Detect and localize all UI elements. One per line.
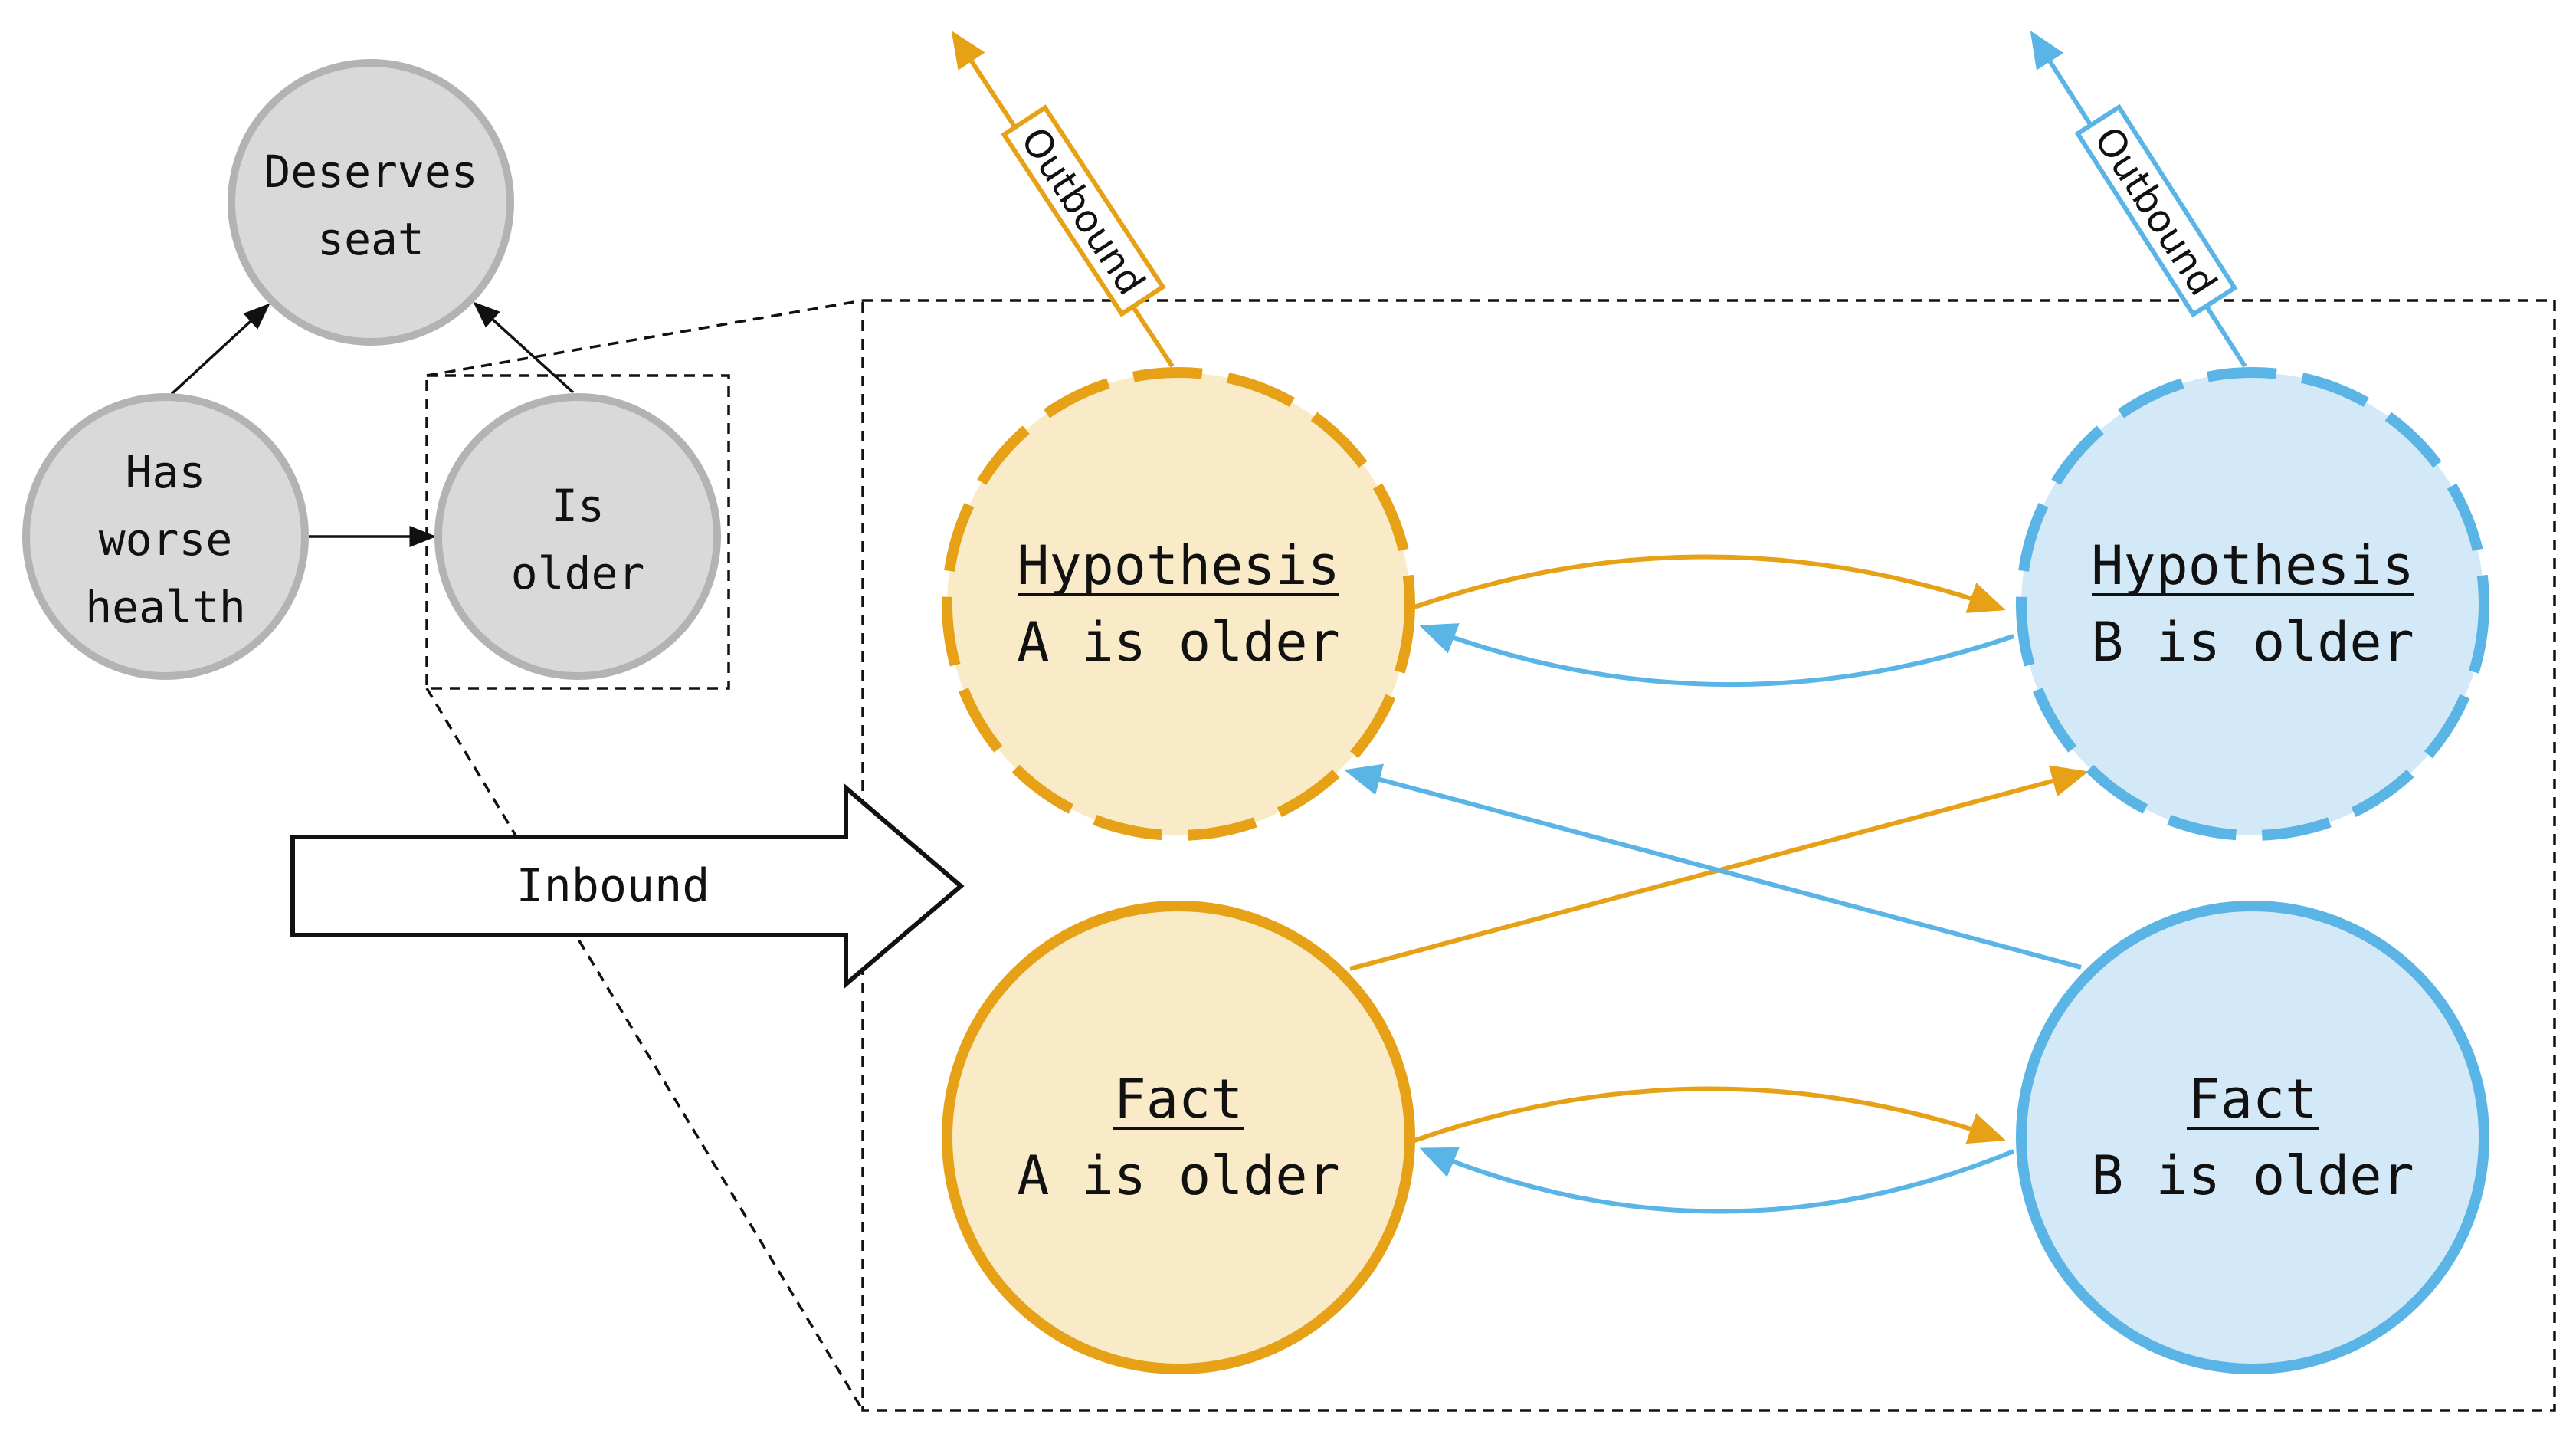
inbound-label: Inbound	[516, 859, 710, 913]
node-label-line: worse	[99, 514, 233, 566]
node-heading: Fact	[2188, 1068, 2318, 1131]
node-label-line: older	[511, 547, 645, 599]
outbound-blue: Outbound	[2030, 30, 2247, 368]
edge-hyp-b-to-hyp-a	[1419, 623, 2014, 688]
node-hypothesis-b: Hypothesis B is older	[2016, 367, 2489, 841]
overview-graph: Deserves seat Has worse health Is older	[22, 59, 730, 690]
node-text: B is older	[2091, 1144, 2414, 1207]
outbound-blue-label: Outbound	[2086, 119, 2226, 303]
node-fact-b: Fact B is older	[2016, 901, 2489, 1374]
node-hypothesis-a: Hypothesis A is older	[942, 367, 1415, 841]
edge-fact-b-to-hyp-a	[1344, 763, 2082, 970]
node-label-line: Has	[126, 446, 206, 498]
zoom-selection-box	[425, 374, 730, 690]
edge-health-to-seat	[170, 303, 270, 395]
node-is-older: Is older	[434, 393, 721, 680]
node-heading: Fact	[1114, 1068, 1244, 1131]
edge-fact-b-to-fact-a	[1419, 1147, 2015, 1214]
node-fact-a: Fact A is older	[942, 901, 1415, 1374]
node-label-line: Deserves	[264, 146, 477, 198]
node-text: A is older	[1017, 1144, 1339, 1207]
node-has-worse-health: Has worse health	[22, 393, 309, 680]
inbound-arrow: Inbound	[290, 783, 965, 990]
detail-edges	[1344, 554, 2089, 1214]
node-heading: Hypothesis	[2091, 534, 2414, 597]
node-label-line: seat	[317, 213, 424, 265]
edge-fact-a-to-fact-b	[1414, 1086, 2006, 1144]
outbound-orange-label: Outbound	[1012, 120, 1154, 303]
node-heading: Hypothesis	[1017, 534, 1339, 597]
node-label-line: Is	[551, 480, 605, 532]
node-text: A is older	[1017, 611, 1339, 674]
outbound-orange: Outbound	[951, 30, 1175, 368]
zoom-connector-top	[426, 299, 864, 377]
edge-older-to-seat	[473, 301, 575, 394]
node-text: B is older	[2091, 611, 2414, 674]
node-label-line: health	[85, 581, 246, 633]
node-deserves-seat: Deserves seat	[228, 59, 514, 346]
edge-hyp-a-to-hyp-b	[1414, 554, 2006, 613]
zoom-connector-bottom	[425, 688, 864, 1411]
